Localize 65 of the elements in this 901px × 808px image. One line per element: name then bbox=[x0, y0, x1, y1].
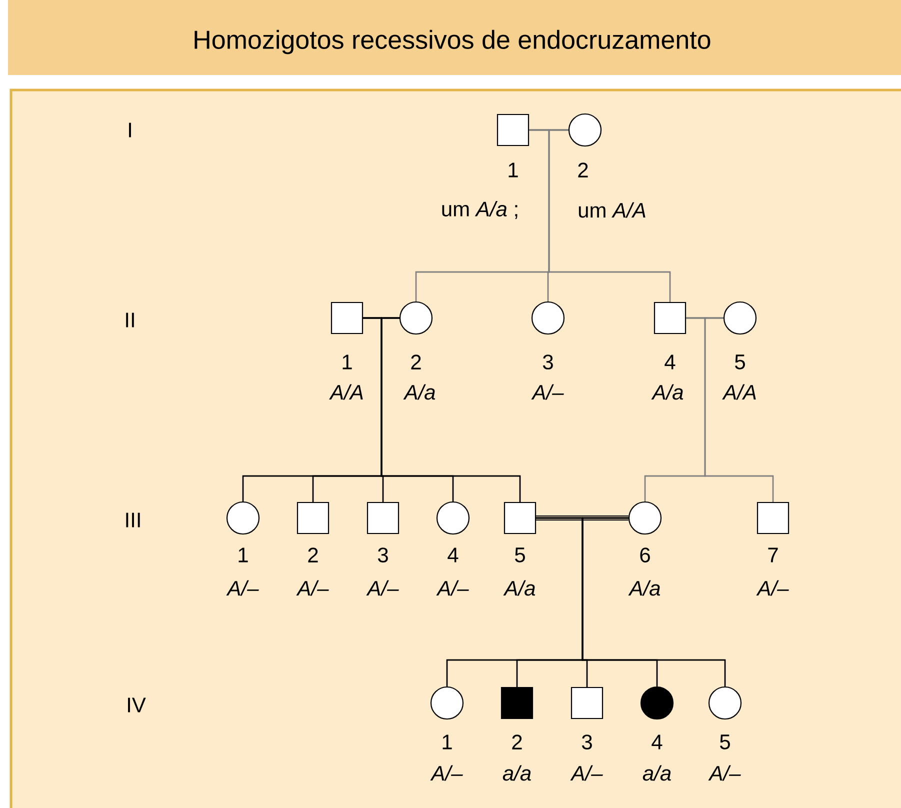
title-band: Homozigotos recessivos de endocruzamento bbox=[8, 0, 901, 75]
generation-label: I bbox=[129, 122, 131, 138]
genotype-label: A/– bbox=[366, 580, 399, 596]
individual-number: 1 bbox=[442, 734, 452, 750]
genotype-label: A/– bbox=[570, 765, 603, 781]
female-circle bbox=[628, 501, 662, 535]
genotype-label: A/– bbox=[226, 580, 259, 596]
individual-number: 5 bbox=[735, 354, 745, 370]
individual-number: 2 bbox=[578, 162, 588, 178]
individual-number: 2 bbox=[512, 734, 522, 750]
individual-number: 1 bbox=[342, 354, 352, 370]
genotype-label: a/a bbox=[502, 765, 531, 781]
genotype-label: A/a bbox=[403, 384, 436, 400]
individual-number: 2 bbox=[308, 548, 318, 562]
male-square bbox=[330, 302, 364, 334]
pedigree-line bbox=[582, 517, 726, 686]
individual-number: 1 bbox=[508, 162, 518, 178]
individual-number: 3 bbox=[542, 354, 553, 370]
male-square bbox=[296, 502, 330, 534]
genotype-label: A/– bbox=[436, 580, 469, 596]
female-circle bbox=[723, 301, 757, 335]
genotype-label: A/– bbox=[296, 580, 329, 596]
individual-number: 1 bbox=[238, 548, 248, 562]
male-square bbox=[500, 686, 534, 720]
individual-number: 4 bbox=[652, 734, 662, 750]
male-square bbox=[366, 502, 400, 534]
male-square bbox=[570, 686, 604, 720]
pedigree-line bbox=[704, 317, 774, 502]
female-circle bbox=[436, 501, 470, 535]
generation-label: II bbox=[126, 312, 134, 328]
genotype-label: a/a bbox=[642, 765, 671, 781]
genotype-label: A/a bbox=[503, 580, 536, 596]
male-square bbox=[504, 502, 536, 534]
generation-label: III bbox=[126, 512, 140, 528]
female-circle bbox=[568, 113, 602, 147]
individual-number: 5 bbox=[720, 734, 730, 750]
female-circle bbox=[399, 301, 433, 335]
female-circle bbox=[226, 501, 260, 535]
female-circle bbox=[708, 686, 742, 720]
genotype-label: A/– bbox=[756, 580, 789, 596]
male-square bbox=[654, 302, 686, 334]
individual-number: 5 bbox=[515, 548, 525, 562]
genotype-label: um A/a ; bbox=[442, 201, 518, 219]
genotype-label: A/– bbox=[430, 765, 463, 781]
individual-number: 7 bbox=[768, 548, 778, 562]
genotype-label: A/– bbox=[708, 765, 741, 781]
female-circle bbox=[640, 686, 674, 720]
genotype-label: A/A bbox=[722, 384, 756, 400]
male-square bbox=[756, 502, 790, 534]
individual-number: 3 bbox=[582, 734, 592, 750]
genotype-label: um A/A bbox=[578, 202, 646, 218]
genotype-label: A/A bbox=[329, 384, 363, 400]
pedigree-line bbox=[536, 516, 628, 520]
individual-number: 6 bbox=[640, 548, 650, 562]
male-square bbox=[496, 114, 530, 146]
genotype-label: A/a bbox=[651, 384, 684, 400]
female-circle bbox=[430, 686, 464, 720]
individual-number: 4 bbox=[664, 354, 676, 370]
genotype-label: A/– bbox=[531, 384, 564, 400]
female-circle bbox=[531, 301, 565, 335]
individual-number: 4 bbox=[448, 548, 458, 562]
generation-label: IV bbox=[128, 698, 146, 712]
genotype-label: A/a bbox=[628, 580, 660, 596]
individual-number: 3 bbox=[378, 548, 388, 562]
individual-number: 2 bbox=[411, 354, 421, 370]
